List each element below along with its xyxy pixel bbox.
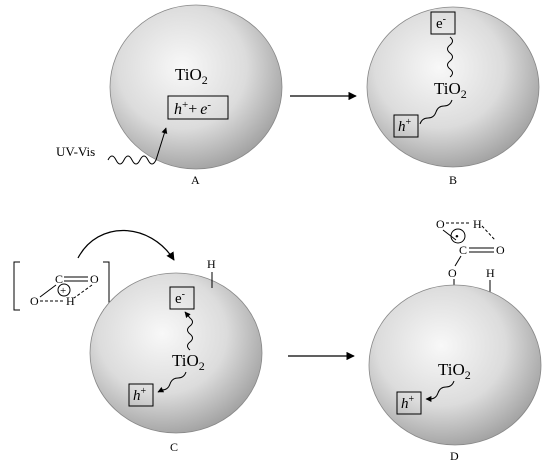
molecule-d-oxygen-bottom: O — [448, 266, 457, 280]
tio2-sphere-d — [368, 284, 542, 446]
electron-hole-pair-label: h++e- — [174, 99, 211, 118]
molecule-c-carbon: C — [55, 272, 63, 286]
hole-wave-d — [425, 380, 455, 402]
panel-label-a: A — [191, 173, 200, 187]
radical-sign-d: • — [455, 231, 459, 243]
bond-c-o-lower-d — [454, 255, 462, 267]
tio2-sphere-a — [109, 4, 283, 170]
hole-box-c — [128, 383, 154, 407]
molecule-c-oxygen-top: O — [90, 272, 99, 286]
panel-d: O H • C O O H TiO2 h+ D — [368, 217, 542, 463]
radical-sign-c: + — [60, 285, 66, 297]
tio2-label-b: TiO2 — [434, 79, 467, 101]
panel-label-d: D — [450, 449, 459, 463]
tio2-label-c: TiO2 — [172, 351, 205, 373]
electron-box-c — [169, 286, 195, 310]
molecule-d-oxygen-right: O — [496, 243, 505, 257]
molecule-d-oxygen-top: O — [436, 217, 445, 231]
panel-label-b: B — [449, 173, 457, 187]
hole-label-c: h+ — [133, 386, 147, 404]
hole-label-b: h+ — [398, 117, 412, 135]
dashed-h-o-d — [481, 225, 496, 241]
surface-hydrogen-d: H — [486, 266, 495, 280]
panel-b: e- TiO2 h+ B — [366, 6, 540, 187]
bracket-right — [103, 261, 110, 311]
electron-label-b: e- — [436, 14, 446, 32]
hole-box-b — [393, 114, 419, 138]
panel-a: TiO2 h++e- UV-Vis A — [56, 4, 283, 187]
hole-wave-c — [157, 371, 187, 393]
tio2-sphere-c — [89, 272, 263, 434]
electron-label-c: e- — [175, 289, 185, 307]
panel-c: C O O H + H e- TiO2 h+ C — [13, 229, 263, 454]
electron-wave-b — [447, 36, 453, 78]
tio2-label-a: TiO2 — [175, 65, 208, 87]
electron-box-b — [430, 11, 456, 35]
bracket-left — [13, 261, 20, 311]
molecule-d-hydrogen: H — [473, 217, 482, 231]
molecule-c-oxygen-left: O — [30, 294, 39, 308]
electron-wave-c — [184, 311, 193, 351]
panel-label-c: C — [170, 440, 178, 454]
curved-arrow-c — [77, 229, 175, 261]
radical-circle-c — [57, 283, 71, 297]
light-wave-arrow — [107, 127, 168, 165]
dashed-o-h-c — [73, 284, 93, 299]
tio2-label-d: TiO2 — [438, 360, 471, 382]
electron-hole-pair-box — [167, 95, 229, 120]
hole-label-d: h+ — [401, 394, 415, 412]
molecule-d-carbon: C — [459, 243, 467, 257]
tio2-sphere-b — [366, 6, 540, 168]
radical-circle-d — [450, 228, 466, 244]
uv-vis-label: UV-Vis — [56, 144, 95, 159]
hole-wave-b — [419, 99, 453, 125]
bond-o-c-d — [442, 229, 457, 241]
bond-c-o-left — [39, 284, 57, 298]
molecule-c-hydrogen: H — [66, 294, 75, 308]
surface-hydrogen-c: H — [207, 257, 216, 271]
hole-box-d — [396, 391, 422, 415]
